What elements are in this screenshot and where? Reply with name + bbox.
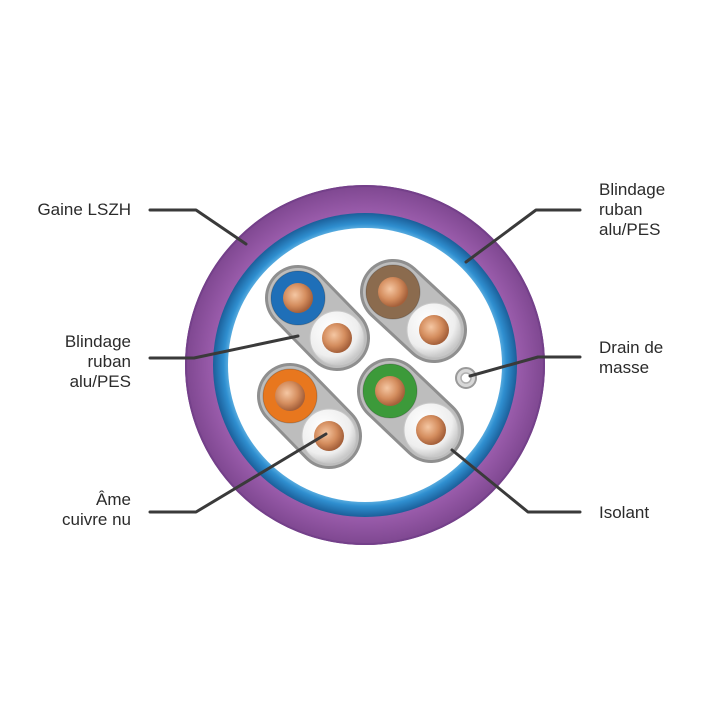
- leader-insulation: [450, 448, 582, 514]
- blue-pair-colored-copper: [283, 283, 313, 313]
- leader-conductor: [148, 432, 328, 514]
- label-shield-left: Blindage ruban alu/PES: [64, 332, 131, 391]
- orange-pair-white-copper: [314, 421, 344, 451]
- twisted-pairs: [257, 259, 467, 469]
- brown-pair: [360, 259, 467, 363]
- leader-shield-left: [148, 334, 300, 360]
- leader-drain: [468, 355, 582, 378]
- label-conductor: Âme cuivre nu: [62, 490, 131, 529]
- label-jacket: Gaine LSZH: [37, 200, 131, 219]
- brown-pair-colored-copper: [378, 277, 408, 307]
- green-pair-colored-copper: [375, 376, 405, 406]
- orange-pair-colored-copper: [275, 381, 305, 411]
- jacket-edge: [185, 185, 545, 545]
- orange-pair: [257, 363, 362, 469]
- green-pair-white-copper: [416, 415, 446, 445]
- label-shield-top-right: Blindage ruban alu/PES: [599, 180, 666, 239]
- leader-shield-top-right: [464, 208, 582, 264]
- blue-pair-white-copper: [322, 323, 352, 353]
- label-insulation: Isolant: [599, 503, 650, 522]
- label-drain: Drain de masse: [599, 338, 664, 377]
- brown-pair-white-copper: [419, 315, 449, 345]
- cable-core: [228, 228, 502, 502]
- blue-pair: [265, 265, 370, 371]
- drain-wire: [455, 367, 477, 389]
- green-pair: [357, 358, 464, 463]
- leader-jacket: [148, 208, 248, 246]
